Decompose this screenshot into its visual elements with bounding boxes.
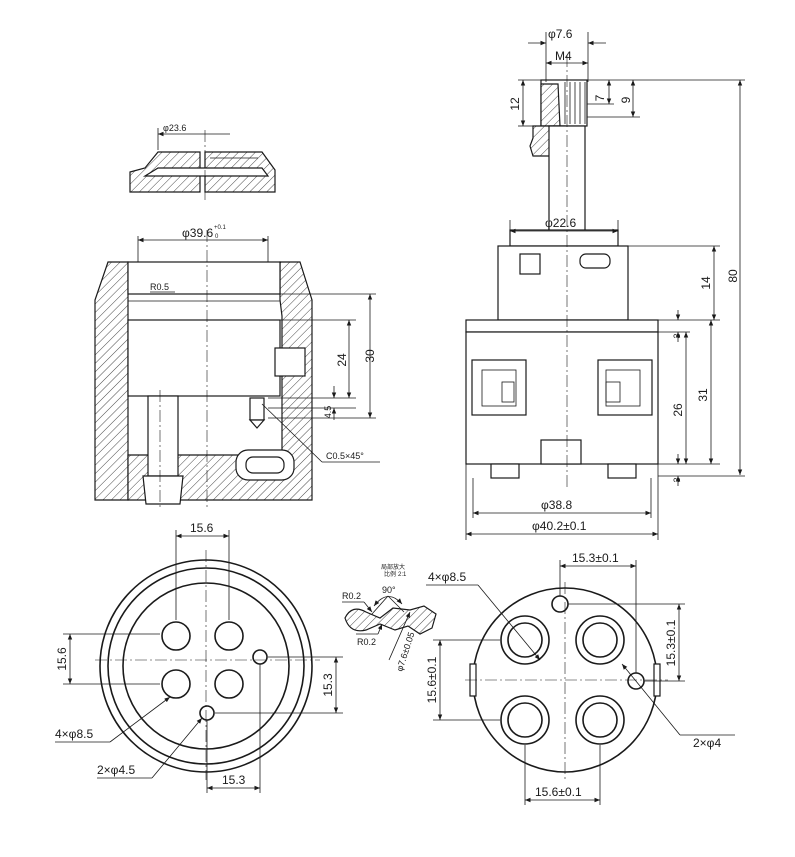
side-dimensions: φ7.6 M4 12 7 9 φ22.6 80 14 3 31 26 bbox=[465, 27, 745, 540]
stem-splines bbox=[564, 82, 586, 124]
dim-15-6-left-right: 15.6±0.1 bbox=[425, 656, 439, 703]
dim-31: 31 bbox=[696, 388, 710, 402]
dim-collar-d: φ22.6 bbox=[545, 216, 576, 230]
section-dimensions: φ39.6 +0.1 0 R0.5 30 24 4.5 C0.5×45° bbox=[137, 225, 380, 463]
dim-r0-5: R0.5 bbox=[150, 282, 169, 292]
holes-label-right: 4×φ8.5 bbox=[428, 570, 466, 584]
dim-15-3-top: 15.3±0.1 bbox=[572, 551, 619, 565]
dim-7: 7 bbox=[593, 94, 607, 101]
dim-14: 14 bbox=[699, 276, 713, 290]
detail-r-bottom: R0.2 bbox=[357, 637, 376, 647]
dim-thread: M4 bbox=[555, 49, 572, 63]
dim-26: 26 bbox=[671, 403, 685, 417]
detail-r-top: R0.2 bbox=[342, 591, 361, 601]
cartridge-side-view bbox=[465, 55, 659, 490]
dim-base-d: φ40.2±0.1 bbox=[532, 519, 587, 533]
detail-note-line2: 比例 bbox=[384, 570, 396, 578]
disc-bottom-view bbox=[465, 582, 668, 780]
dim-15-6-bottom: 15.6±0.1 bbox=[535, 785, 582, 799]
detail-diameter: φ7.6±0.05 bbox=[394, 631, 416, 673]
dim-9: 9 bbox=[619, 96, 633, 103]
dim-3a: 3 bbox=[672, 333, 682, 338]
dim-30: 30 bbox=[363, 349, 377, 363]
bottom-left-dimensions: 15.6 15.6 15.3 4×φ8.5 2×φ4.5 15.3 bbox=[55, 521, 343, 793]
dim-15-3-right: 15.3 bbox=[321, 673, 335, 697]
pins-label-right: 2×φ4 bbox=[693, 736, 721, 750]
dim-bore-tol-lower: 0 bbox=[215, 234, 219, 240]
dim-3b: 3 bbox=[672, 477, 682, 482]
dim-bore: φ39.6 bbox=[182, 226, 213, 240]
dim-bore-tol-upper: +0.1 bbox=[214, 225, 227, 231]
holes-label-left: 4×φ8.5 bbox=[55, 727, 93, 741]
detail-angle: 90° bbox=[382, 585, 396, 595]
dim-15-3-right: 15.3±0.1 bbox=[664, 619, 678, 666]
detail-note-line1: 局部放大 bbox=[381, 563, 405, 571]
chamfer-note: C0.5×45° bbox=[326, 451, 364, 461]
dim-80: 80 bbox=[726, 269, 740, 283]
dim-12: 12 bbox=[508, 97, 522, 111]
dim-24: 24 bbox=[335, 353, 349, 367]
detail-view: 局部放大 比例 2:1 90° R0.2 R0.2 φ7.6±0.05 bbox=[342, 563, 437, 673]
housing-section-view bbox=[94, 230, 313, 510]
dim-15-3-bottom: 15.3 bbox=[222, 773, 246, 787]
dim-stem-d: φ7.6 bbox=[548, 27, 573, 41]
pins-label-left: 2×φ4.5 bbox=[97, 763, 135, 777]
dim-15-6-left: 15.6 bbox=[55, 647, 69, 671]
housing-bottom-view bbox=[95, 550, 320, 780]
seat-ring-section: φ23.6 bbox=[129, 123, 276, 200]
detail-note-scale: 2:1 bbox=[398, 572, 407, 578]
dim-4-5: 4.5 bbox=[323, 406, 333, 419]
dim-15-6-top: 15.6 bbox=[190, 521, 214, 535]
dim-body-d: φ38.8 bbox=[541, 498, 572, 512]
dim-d23-6: φ23.6 bbox=[163, 123, 186, 133]
bottom-right-dimensions: 4×φ8.5 15.3±0.1 15.3±0.1 15.6±0.1 2×φ4 1… bbox=[425, 551, 735, 805]
